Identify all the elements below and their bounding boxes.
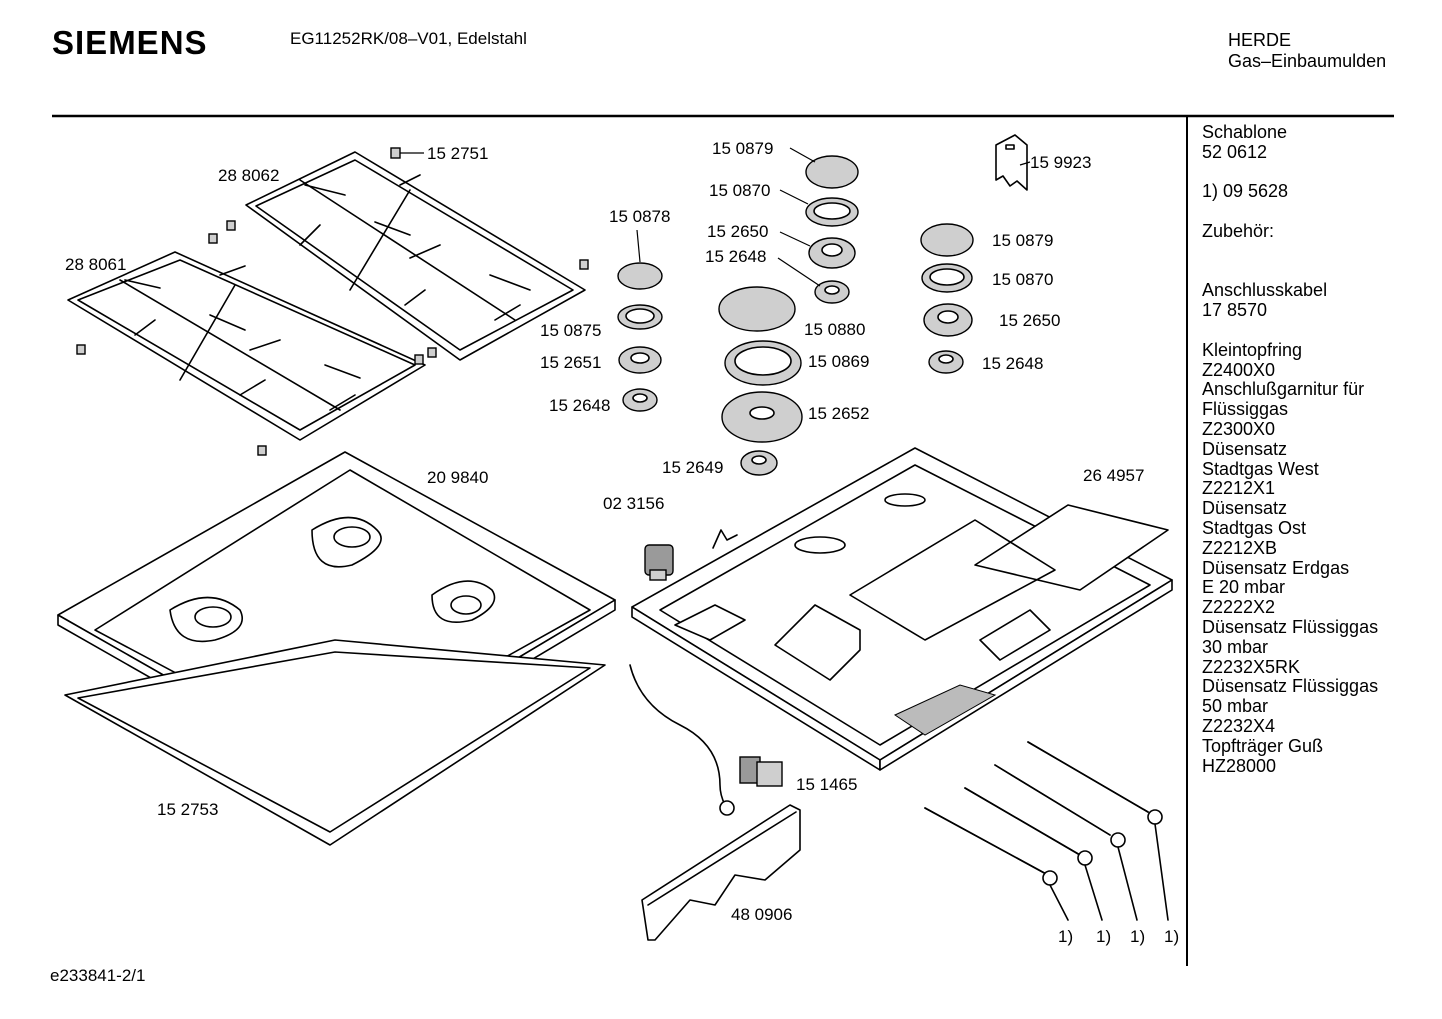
accessory-line: Düsensatz Erdgas [1202, 557, 1350, 578]
label-150875: 15 0875 [540, 321, 601, 340]
pan-support-288062 [245, 151, 586, 361]
label-150869: 15 0869 [808, 352, 869, 371]
label-150878: 15 0878 [609, 207, 670, 226]
label-152753: 15 2753 [157, 800, 218, 819]
label-288062: 28 8062 [218, 166, 279, 185]
schablone-label: Schablone [1202, 122, 1288, 142]
label-150879-right: 15 0879 [992, 231, 1053, 250]
schablone-number: 52 0612 [1202, 141, 1268, 162]
label-152751: 15 2751 [427, 144, 488, 163]
accessory-line: HZ28000 [1202, 755, 1277, 776]
rubber-feet [76, 147, 589, 456]
label-209840: 20 9840 [427, 468, 488, 487]
subcategory-label: Gas–Einbaumulden [1228, 51, 1387, 71]
accessory-line: Z2212XB [1202, 537, 1278, 558]
template-159923 [995, 134, 1028, 191]
leader-lines [400, 147, 1031, 287]
label-152650-center: 15 2650 [707, 222, 768, 241]
label-152648-center: 15 2648 [705, 247, 766, 266]
mounting-screws [924, 741, 1169, 921]
label-152652: 15 2652 [808, 404, 869, 423]
accessory-line: Düsensatz Flüssiggas [1202, 616, 1379, 637]
label-152648-right: 15 2648 [982, 354, 1043, 373]
label-150870-center: 15 0870 [709, 181, 770, 200]
footnote-mark-3: 1) [1130, 927, 1145, 946]
label-150879-center: 15 0879 [712, 139, 773, 158]
label-150880: 15 0880 [804, 320, 865, 339]
label-023156: 02 3156 [603, 494, 664, 513]
burner-medium-set [805, 155, 859, 304]
label-152648-left: 15 2648 [549, 396, 610, 415]
brand-logo: SIEMENS [52, 24, 208, 61]
accessory-line: E 20 mbar [1202, 577, 1286, 598]
accessory-line: Z2222X2 [1202, 597, 1276, 618]
drawing-id: e233841-2/1 [50, 966, 146, 985]
accessory-line: Z2400X0 [1202, 359, 1276, 380]
accessory-line: Stadtgas West [1202, 458, 1319, 479]
label-152650-right: 15 2650 [999, 311, 1060, 330]
accessory-line: Z2232X5RK [1202, 656, 1301, 677]
accessory-line: Stadtgas Ost [1202, 517, 1307, 538]
cable-151465 [629, 664, 783, 816]
footnote-ref: 1) 09 5628 [1202, 181, 1289, 202]
accessory-line: Flüssiggas [1202, 399, 1289, 420]
footnote-mark-1: 1) [1058, 927, 1073, 946]
accessory-line: Z2300X0 [1202, 418, 1276, 439]
footnote-mark-4: 1) [1164, 927, 1179, 946]
accessory-line: Anschlusskabel [1202, 280, 1328, 301]
category-label: HERDE [1228, 30, 1292, 50]
accessory-line: 30 mbar [1202, 636, 1269, 657]
label-151465: 15 1465 [796, 775, 857, 794]
accessory-line: Kleintopfring [1202, 339, 1303, 360]
accessory-line: Topfträger Guß [1202, 735, 1324, 756]
label-288061: 28 8061 [65, 255, 126, 274]
accessory-line: Düsensatz [1202, 498, 1288, 519]
footnote-mark-2: 1) [1096, 927, 1111, 946]
label-152649: 15 2649 [662, 458, 723, 477]
sidebar-parts-list: Schablone 52 0612 1) 09 5628 Zubehör: An… [1202, 122, 1378, 776]
label-480906: 48 0906 [731, 905, 792, 924]
label-159923: 15 9923 [1030, 153, 1091, 172]
accessory-line: Anschlußgarnitur für [1202, 379, 1365, 400]
accessory-line: Düsensatz Flüssiggas [1202, 676, 1379, 697]
accessories-heading: Zubehör: [1202, 220, 1275, 241]
accessory-line: 50 mbar [1202, 696, 1269, 717]
base-tray-264957 [631, 447, 1173, 771]
accessory-line: 17 8570 [1202, 300, 1268, 321]
accessory-line: Z2212X1 [1202, 478, 1276, 499]
model-title: EG11252RK/08–V01, Edelstahl [290, 29, 527, 48]
ignition-switch-023156 [644, 529, 738, 581]
burner-right-set [920, 223, 974, 374]
accessory-line: Z2232X4 [1202, 715, 1276, 736]
burner-large-set [718, 286, 803, 476]
accessory-line: Düsensatz [1202, 438, 1288, 459]
burner-small-set [617, 262, 663, 412]
label-150870-right: 15 0870 [992, 270, 1053, 289]
seal-152753 [64, 639, 606, 846]
label-264957: 26 4957 [1083, 466, 1144, 485]
label-152651: 15 2651 [540, 353, 601, 372]
bracket-480906 [641, 804, 801, 941]
pan-support-288061 [67, 251, 426, 441]
